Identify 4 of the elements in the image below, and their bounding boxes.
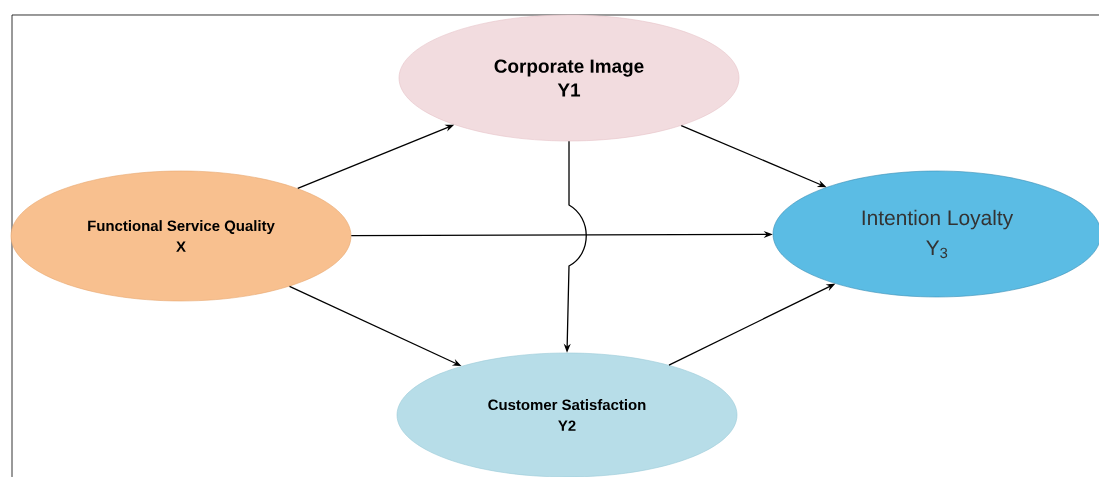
- ellipse-node: Customer Satisfaction Y2: [396, 352, 738, 477]
- ellipse-node: Functional Service Quality X: [10, 170, 352, 302]
- ellipse-node: Corporate Image Y1: [398, 14, 740, 142]
- ellipse-node: Intention Loyalty Y$_{3}$: [772, 170, 1099, 298]
